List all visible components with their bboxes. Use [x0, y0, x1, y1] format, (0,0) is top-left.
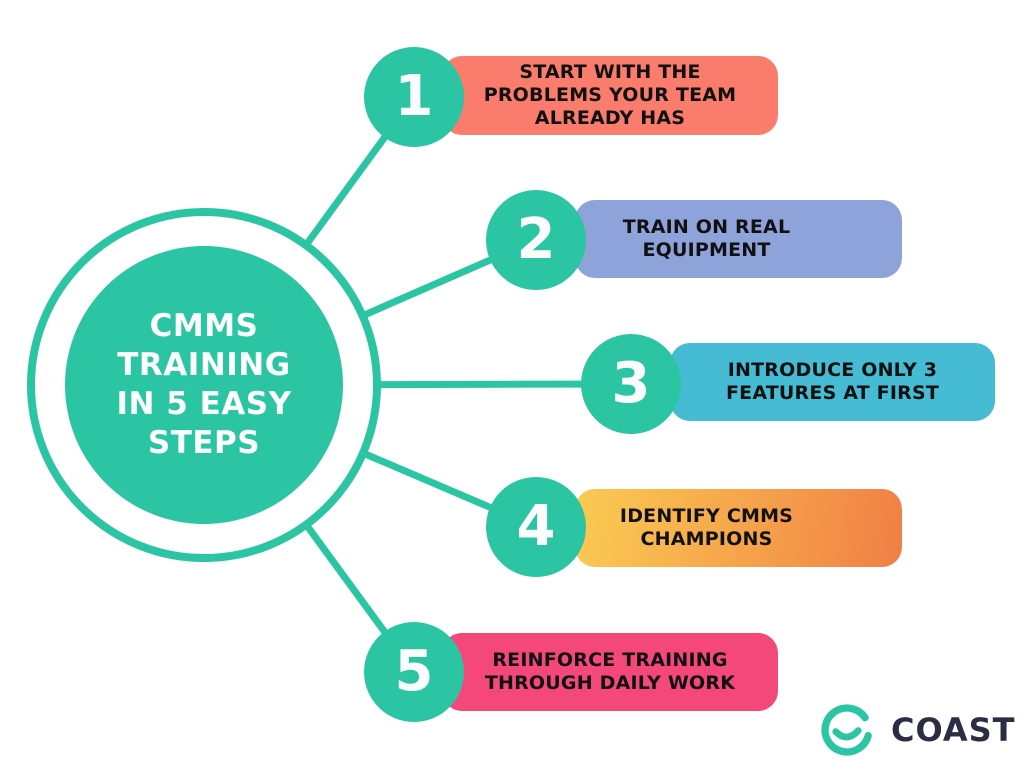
step-1-bar: START WITH THE PROBLEMS YOUR TEAM ALREAD… — [442, 56, 778, 135]
step-1-number-circle: 1 — [364, 47, 464, 147]
step-2-label: TRAIN ON REAL EQUIPMENT — [622, 216, 791, 261]
central-title: CMMS TRAINING IN 5 EASY STEPS — [116, 308, 292, 461]
step-5-bar: REINFORCE TRAINING THROUGH DAILY WORK — [442, 633, 778, 711]
step-3-number: 3 — [611, 351, 651, 416]
step-3-bar: INTRODUCE ONLY 3 FEATURES AT FIRST — [670, 343, 995, 421]
coast-logo-text: COAST — [891, 711, 1016, 749]
step-4-number-circle: 4 — [486, 477, 586, 577]
step-1-number: 1 — [394, 64, 434, 129]
step-4-number: 4 — [516, 494, 556, 559]
coast-logo: COAST — [820, 703, 1015, 757]
step-3-label: INTRODUCE ONLY 3 FEATURES AT FIRST — [725, 359, 939, 404]
step-2-bar: TRAIN ON REAL EQUIPMENT — [575, 200, 902, 278]
step-5-number: 5 — [394, 639, 434, 704]
step-1-label: START WITH THE PROBLEMS YOUR TEAM ALREAD… — [483, 61, 737, 129]
central-circle: CMMS TRAINING IN 5 EASY STEPS — [65, 246, 343, 524]
step-4-bar: IDENTIFY CMMS CHAMPIONS — [575, 489, 902, 567]
coast-smile-icon — [821, 704, 873, 756]
step-2-number-circle: 2 — [486, 190, 586, 290]
step-5-number-circle: 5 — [364, 622, 464, 722]
step-4-label: IDENTIFY CMMS CHAMPIONS — [619, 505, 794, 550]
step-3-number-circle: 3 — [581, 334, 681, 434]
step-2-number: 2 — [516, 207, 556, 272]
step-5-label: REINFORCE TRAINING THROUGH DAILY WORK — [484, 649, 736, 694]
